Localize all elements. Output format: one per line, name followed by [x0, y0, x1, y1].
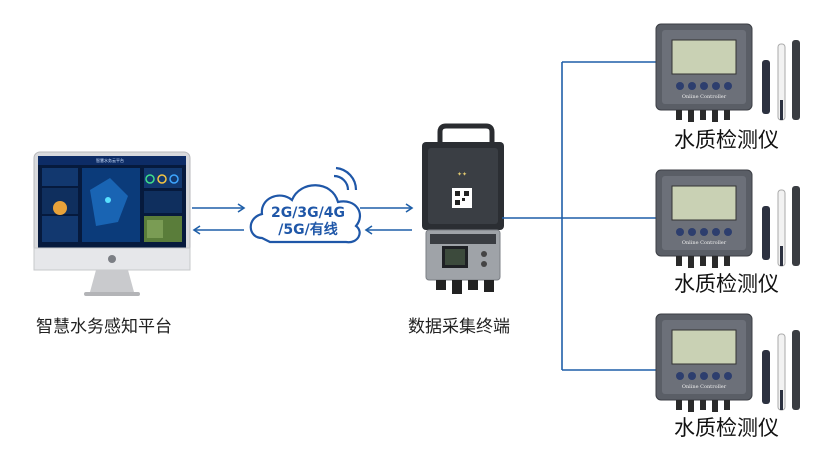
monitor-icon	[33, 151, 191, 296]
svg-text:✦✦: ✦✦	[457, 171, 467, 178]
instrument-label-1: 水质检测仪	[674, 128, 779, 152]
terminal-icon: ✦✦	[422, 123, 504, 294]
water-quality-instrument-icon-2	[655, 169, 800, 268]
platform-label: 智慧水务感知平台	[36, 317, 172, 337]
network-label: 2G/3G/4G /5G/有线	[262, 205, 354, 239]
connection-lines	[502, 61, 656, 371]
arrows-cloud-terminal	[360, 203, 414, 235]
arrows-platform-cloud	[192, 203, 246, 235]
instrument-label-3: 水质检测仪	[674, 416, 779, 440]
controller-text-2: Online Controller	[682, 240, 727, 246]
cloud-icon	[249, 166, 362, 244]
water-quality-instrument-icon-1	[655, 23, 800, 122]
network-label-line2: /5G/有线	[278, 222, 338, 238]
network-label-line1: 2G/3G/4G	[271, 205, 345, 221]
instrument-label-2: 水质检测仪	[674, 272, 779, 296]
controller-text-3: Online Controller	[682, 384, 727, 390]
dashboard-title: 智慧水务云平台	[96, 158, 124, 163]
controller-text-1: Online Controller	[682, 94, 727, 100]
terminal-label: 数据采集终端	[408, 317, 510, 337]
water-quality-instrument-icon-3	[655, 313, 800, 412]
